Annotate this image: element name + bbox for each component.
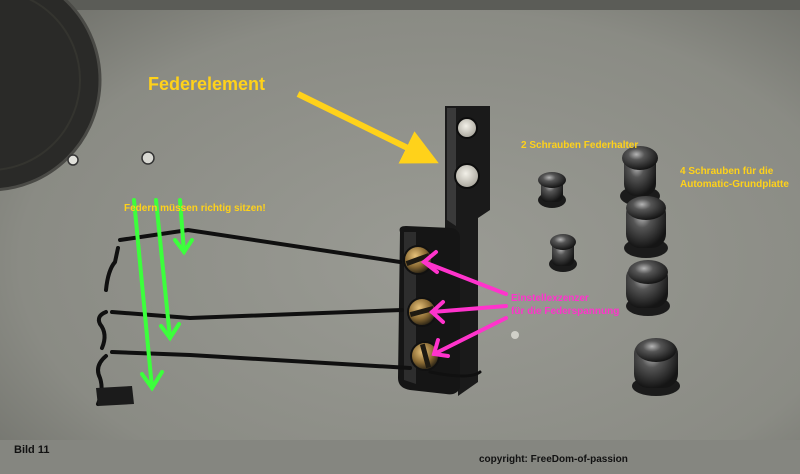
holder-screw-1 [538, 172, 566, 208]
plate-hole [511, 331, 519, 339]
arrows-federn [132, 198, 194, 392]
label-copyright: copyright: FreeDom-of-passion [479, 454, 628, 465]
bracket-hole-top [456, 117, 478, 139]
label-federn-sitzen: Federn müssen richtig sitzen! [124, 203, 266, 214]
arrow-federelement [296, 91, 439, 164]
base-screw-2 [624, 196, 668, 258]
label-schrauben-grundplatte-2: Automatic-Grundplatte [680, 179, 789, 190]
top-edge-shadow [0, 0, 800, 10]
label-federelement: Federelement [148, 74, 266, 94]
label-schrauben-grundplatte-1: 4 Schrauben für die [680, 166, 774, 177]
holder-screw-2 [549, 234, 577, 272]
plate-hole [141, 151, 155, 165]
base-screw-4 [632, 338, 680, 396]
turntable-disc-rim [0, 0, 102, 192]
turntable-disc [0, 0, 100, 190]
base-screw-3 [626, 260, 670, 316]
label-exzenter-2: für die Federspannung [511, 306, 620, 317]
label-schrauben-federhalter: 2 Schrauben Federhalter [521, 140, 639, 151]
plate-hole [67, 154, 79, 166]
label-exzenter-1: Einstellexzenzer [511, 293, 589, 304]
bottom-strip [0, 440, 800, 474]
label-bild: Bild 11 [14, 444, 50, 456]
arrows-exzenter [420, 250, 508, 358]
bracket-hole-bottom [454, 163, 480, 189]
spring-felt-end [96, 386, 134, 406]
spring-wires [96, 227, 482, 406]
